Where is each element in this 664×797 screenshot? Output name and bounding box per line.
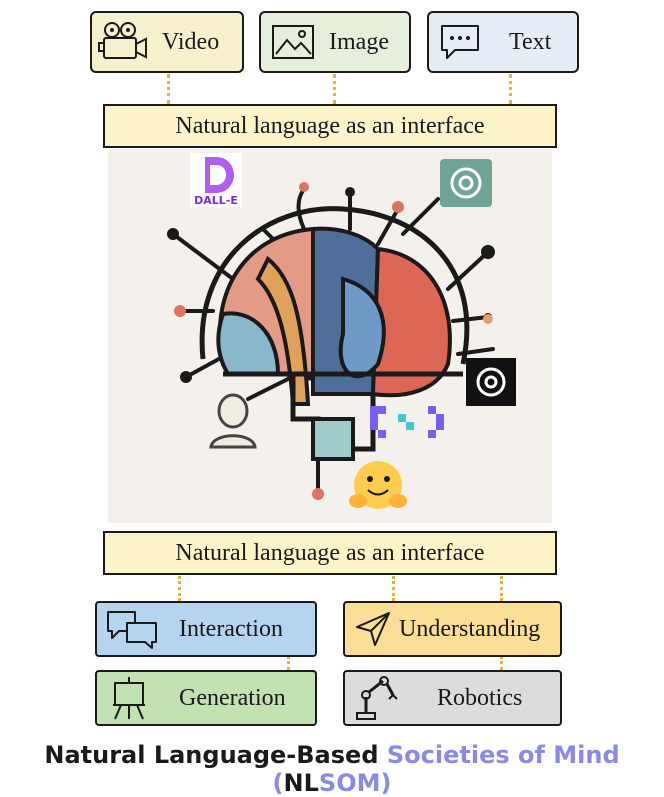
dalle-logo: DALL-E bbox=[190, 153, 242, 207]
video-camera-icon bbox=[98, 22, 147, 59]
caption-part2: Societies of Mind bbox=[386, 741, 620, 769]
brain-graphic: DALL-E bbox=[167, 153, 516, 509]
text-label: Text bbox=[509, 28, 552, 55]
video-box: Video bbox=[90, 11, 244, 73]
generation-label: Generation bbox=[179, 684, 286, 711]
connector-text bbox=[509, 74, 512, 104]
robotics-box: Robotics bbox=[343, 670, 562, 726]
navigation-arrow-icon bbox=[356, 612, 390, 646]
image-label: Image bbox=[329, 28, 389, 55]
pixel-logo bbox=[370, 406, 444, 438]
chatgpt-logo-black bbox=[466, 358, 516, 406]
understanding-box: Understanding bbox=[343, 601, 562, 657]
connector-understanding-right bbox=[500, 576, 503, 601]
interaction-label: Interaction bbox=[179, 615, 283, 642]
caption-part3: ( bbox=[272, 769, 284, 797]
connector-generation bbox=[287, 656, 290, 670]
caption-part1: Natural Language-Based bbox=[44, 741, 387, 769]
caption-part5: SOM bbox=[318, 769, 381, 797]
caption-part6: ) bbox=[380, 769, 392, 797]
figure-caption: Natural Language-Based Societies of Mind… bbox=[0, 741, 664, 797]
bottom-interface-banner: Natural language as an interface bbox=[103, 531, 557, 575]
text-box: Text bbox=[427, 11, 579, 73]
connector-understanding-left bbox=[392, 576, 395, 601]
understanding-label: Understanding bbox=[399, 615, 541, 642]
connector-video bbox=[167, 74, 170, 104]
bust-statue-icon bbox=[209, 393, 257, 449]
chat-bubbles-icon bbox=[107, 611, 157, 649]
brain-illustration: DALL-E bbox=[108, 149, 552, 523]
image-box: Image bbox=[259, 11, 411, 73]
interaction-box: Interaction bbox=[95, 601, 317, 657]
connector-interaction bbox=[178, 576, 181, 601]
chat-bubble-icon bbox=[441, 25, 479, 59]
generation-box: Generation bbox=[95, 670, 317, 726]
top-interface-banner: Natural language as an interface bbox=[103, 104, 557, 148]
chatgpt-logo-green bbox=[440, 159, 492, 207]
image-icon bbox=[272, 25, 314, 59]
easel-icon bbox=[113, 677, 145, 720]
hugging-face-emoji bbox=[349, 461, 407, 509]
caption-part4: NL bbox=[283, 769, 319, 797]
connector-image bbox=[333, 74, 336, 104]
robot-arm-icon bbox=[356, 676, 398, 720]
dalle-label: DALL-E bbox=[194, 194, 238, 207]
connector-robotics bbox=[500, 656, 503, 670]
video-label: Video bbox=[162, 28, 220, 55]
robotics-label: Robotics bbox=[437, 684, 523, 711]
